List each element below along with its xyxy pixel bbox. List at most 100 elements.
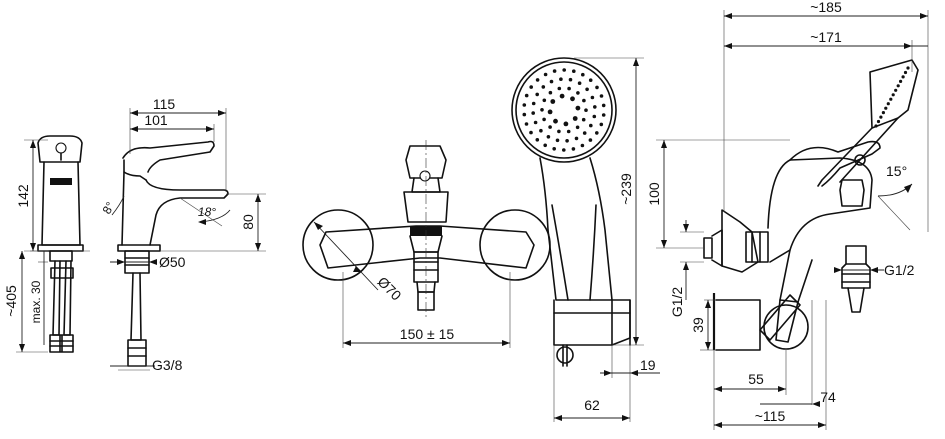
nozzle-dot (529, 85, 533, 89)
outlet-spray-dot (899, 79, 903, 83)
nozzle-dot (566, 129, 571, 134)
nozzle-dot (535, 138, 540, 142)
overall-depth-label: ~185 (810, 0, 842, 15)
angle-left-label: 8° (100, 199, 118, 216)
bath-side-dimensions (656, 10, 929, 430)
inlet-offset-label: 39 (690, 317, 706, 333)
nozzle-dot (599, 94, 604, 98)
nozzle-dot (559, 77, 563, 81)
outlet-spray-dot (874, 124, 878, 128)
nozzle-dot (549, 79, 554, 84)
basin-height-label: 142 (15, 184, 31, 208)
handshower-length-label: ~239 (618, 173, 634, 205)
nozzle-dot (582, 98, 586, 103)
bath-front-dimensions (313, 221, 511, 348)
basin-vertical-dimensions (16, 139, 48, 353)
outlet-spray-dot (891, 93, 895, 97)
nozzle-dot (570, 96, 575, 102)
outlet-spray-dot (889, 97, 893, 101)
nozzle-dot (577, 81, 582, 85)
outlet-spray-dot (886, 102, 890, 106)
nozzle-dot (553, 118, 558, 124)
outlet-angle-label: 15° (886, 163, 907, 179)
nozzle-dot (522, 112, 527, 117)
nozzle-dot (524, 93, 529, 98)
nozzle-dot (567, 86, 571, 91)
nozzle-dot (543, 143, 547, 148)
basin-side-dimensions (110, 108, 266, 367)
nozzle-dot (552, 69, 557, 73)
nozzle-dot (601, 113, 606, 117)
outlet-spray-dot (884, 106, 888, 110)
nozzle-dot (557, 129, 561, 134)
nozzle-dot (568, 77, 573, 82)
nozzle-dot (540, 108, 544, 112)
shower-spray-nozzles (522, 68, 606, 152)
nozzle-dot (522, 103, 527, 107)
nozzle-dot (535, 92, 539, 97)
nozzle-dot (531, 111, 535, 115)
outlet-spray-dot (876, 119, 881, 124)
nozzle-dot (571, 147, 576, 151)
nozzle-dot (531, 101, 536, 106)
nozzle-dot (574, 136, 579, 141)
hole-diameter-label: Ø50 (159, 254, 186, 270)
inlet-thread-label: G1/2 (669, 287, 685, 318)
hose-length-label: ~405 (3, 285, 19, 317)
nozzle-dot (592, 114, 597, 119)
nozzle-dot (582, 131, 587, 135)
nozzle-dot (584, 108, 588, 112)
nozzle-dot (576, 91, 580, 95)
outlet-spray-dot (903, 70, 908, 75)
nozzle-dot (546, 135, 551, 139)
outlet-spray-dots (874, 66, 910, 128)
nozzle-dot (585, 87, 589, 92)
nozzle-dot (601, 103, 606, 108)
nozzle-dot (542, 117, 546, 122)
nozzle-dot (580, 143, 585, 148)
nozzle-dot (559, 93, 565, 99)
nozzle-dot (541, 85, 546, 89)
nozzle-dot (557, 86, 562, 91)
nozzle-dot (524, 122, 529, 126)
nozzle-dot (562, 68, 566, 72)
nozzle-dot (589, 123, 593, 128)
nozzle-dot (535, 78, 540, 82)
nozzle-dot (575, 105, 581, 111)
outlet-spray-dot (901, 75, 905, 79)
bath-mixer-front-view (302, 140, 551, 320)
nozzle-dot (547, 109, 553, 115)
nozzle-dot (575, 125, 580, 130)
handshower-view (511, 57, 631, 367)
dim-115-label: ~115 (755, 408, 786, 424)
nozzle-dot (548, 125, 552, 129)
basin-reach-inner-label: 101 (144, 112, 168, 128)
thread-basin-label: G3/8 (152, 357, 183, 373)
outlet-thread-label: G1/2 (884, 262, 915, 278)
handshower-dimensions (553, 57, 660, 422)
nozzle-dot (543, 72, 548, 77)
nozzle-dot (595, 131, 599, 135)
outlet-spray-dot (896, 84, 900, 88)
nozzle-dot (599, 122, 604, 127)
dim-55-label: 55 (748, 371, 764, 387)
holder-offset-label: 19 (640, 357, 656, 373)
nozzle-dot (529, 130, 533, 135)
outlet-spray-dot (894, 88, 898, 92)
angle-right-label: 18° (198, 205, 216, 219)
outlet-height-label: 100 (646, 182, 662, 206)
outlet-spray-dot (881, 111, 886, 115)
nozzle-dot (548, 90, 553, 95)
nozzle-dot (588, 138, 593, 142)
rosette-diameter-label: Ø70 (375, 273, 405, 303)
nozzle-dot (581, 117, 586, 122)
outlet-spray-dot (906, 66, 910, 70)
depth-171-label: ~171 (810, 29, 842, 45)
nozzle-dot (555, 138, 560, 143)
nozzle-dot (550, 99, 556, 104)
max-30-label: max. 30 (29, 280, 43, 323)
basin-mixer-side-view (117, 140, 229, 371)
basin-reach-label: 115 (153, 96, 176, 112)
